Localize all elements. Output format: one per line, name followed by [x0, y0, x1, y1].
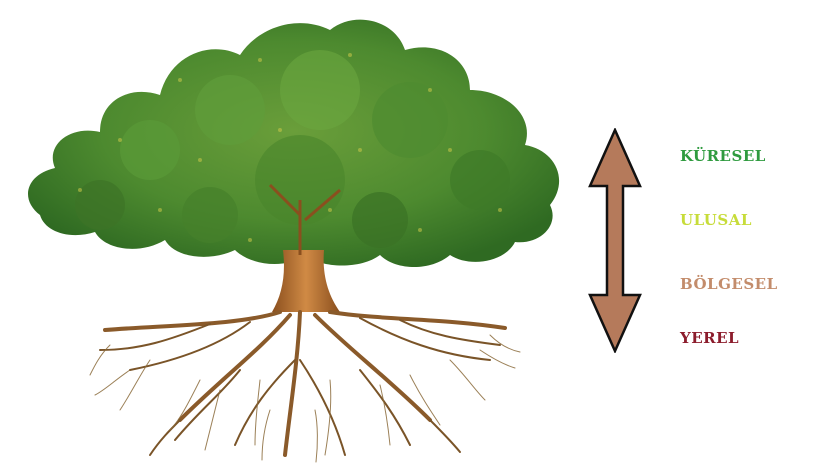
level-label-ulusal: ULUSAL	[680, 211, 752, 229]
level-label-yerel: YEREL	[680, 329, 739, 347]
tree-illustration	[0, 0, 600, 468]
level-label-bolgesel: BÖLGESEL	[680, 275, 778, 293]
tree-roots	[90, 312, 520, 462]
double-arrow-icon	[585, 128, 645, 353]
double-arrow-shape	[590, 130, 640, 351]
tree-canopy	[28, 20, 559, 267]
level-label-kuresel: KÜRESEL	[680, 147, 766, 165]
